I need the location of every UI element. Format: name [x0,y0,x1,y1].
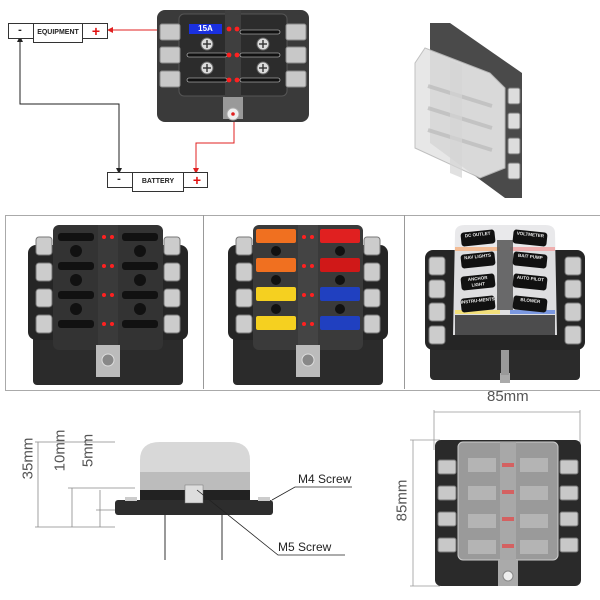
top-view-dimensions: 85mm 85mm [380,388,600,600]
fuse-1 [256,229,296,243]
fuse-7 [256,316,296,330]
equipment-positive-terminal: + [91,23,101,39]
terminals [35,236,181,334]
isometric-cover-view [414,23,522,198]
top-view-width-label: 85mm [487,388,529,405]
side-view-dimensions: 35mm 10mm 5mm M4 Screw M5 Screw [0,390,380,600]
terminals [235,236,381,334]
side-view-drawing [35,441,352,560]
photo-divider-1 [203,215,204,389]
positive-wire-battery [195,117,235,172]
fuse-8 [320,316,360,330]
fuse-15a-label: 15A [198,24,213,33]
negative-arrow-up [17,36,23,42]
photo-strip-frame [5,215,600,391]
led-indicators [302,235,314,326]
empty-fuse-block-photo [28,225,188,385]
battery-negative-terminal: - [117,173,121,185]
fuse-block-diagram [157,10,309,122]
fuse-3 [256,258,296,272]
battery-label: BATTERY [141,178,175,185]
top-view-drawing [410,410,581,587]
top-view-height-label: 85mm [393,479,411,522]
height-total-label: 35mm [19,437,37,480]
fused-block-photo [228,225,388,385]
terminals-right [285,23,307,88]
battery-label-box [132,172,184,192]
terminals [437,459,579,553]
height-base-label: 10mm [51,429,69,472]
height-plate-label: 5mm [79,433,97,468]
battery-positive-terminal: + [192,172,202,188]
led-indicators [102,235,114,326]
equipment-label: EQUIPMENT [37,29,79,36]
led-indicators [502,463,514,548]
terminals-left [159,23,181,88]
wiring-diagram: - EQUIPMENT + - BATTERY + [0,0,330,200]
fuse-4 [320,258,360,272]
labeled-cover-body [425,225,585,383]
fuse-5 [256,287,296,301]
negative-arrow-down [116,168,122,174]
fuse-slot-covers [468,458,548,554]
fuse-2 [320,229,360,243]
equipment-negative-terminal: - [18,24,22,36]
m5-screw-callout: M5 Screw [278,540,332,554]
negative-wire [19,40,120,172]
terminals [428,256,582,345]
fuse-15a-label-bg [189,24,222,34]
led-indicators [226,26,240,83]
fuse-slots [186,29,281,83]
equipment-label-box [33,23,83,43]
fuse-6 [320,287,360,301]
side-terminals [507,87,521,180]
photo-divider-2 [404,215,405,389]
m4-screw-callout: M4 Screw [298,472,352,486]
